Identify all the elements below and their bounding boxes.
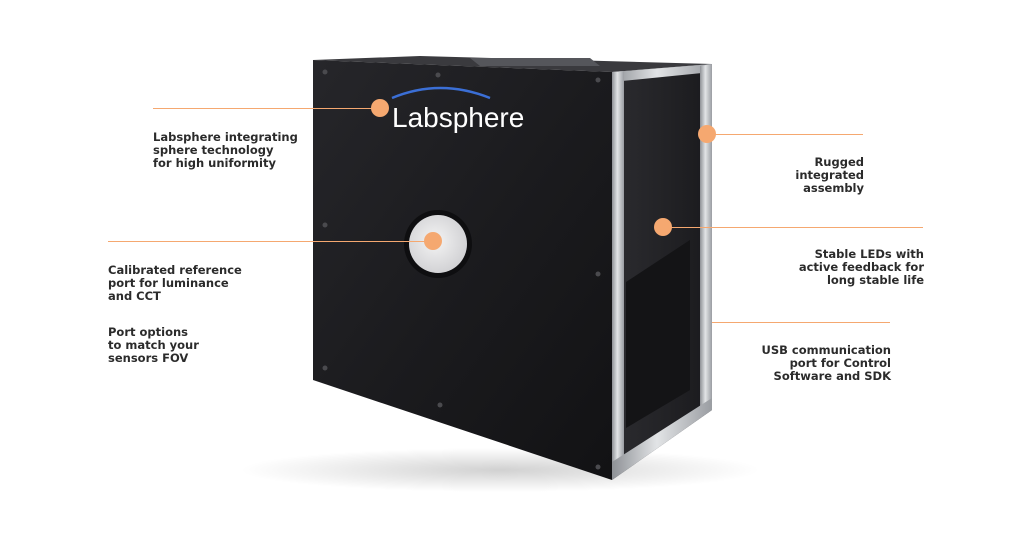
callout-dot-leds xyxy=(654,218,672,236)
callout-sphere-technology: Labsphere integrating sphere technology … xyxy=(153,130,298,170)
leader-line-port xyxy=(108,241,433,242)
brand-logo-text: Labsphere xyxy=(392,102,524,133)
leader-line-usb xyxy=(712,322,890,323)
logo-arc xyxy=(391,86,491,100)
callout-reference-port: Calibrated reference port for luminance … xyxy=(108,263,242,365)
top-vent xyxy=(470,58,600,66)
leader-line-leds xyxy=(663,227,923,228)
leader-line-sphere xyxy=(153,108,380,109)
front-screws xyxy=(322,69,601,470)
callout-dot-port xyxy=(424,232,442,250)
side-frame xyxy=(612,64,712,480)
callout-rugged-assembly: Rugged integrated assembly xyxy=(795,155,864,195)
cabinet-front xyxy=(313,60,612,480)
side-vent xyxy=(626,240,690,428)
callout-usb-port: USB communication port for Control Softw… xyxy=(761,343,892,383)
callout-stable-leds: Stable LEDs with active feedback for lon… xyxy=(798,247,924,287)
callout-dot-rugged xyxy=(698,125,716,143)
callout-dot-sphere xyxy=(371,99,389,117)
leader-line-rugged xyxy=(707,134,863,135)
floor-shadow xyxy=(240,448,760,492)
